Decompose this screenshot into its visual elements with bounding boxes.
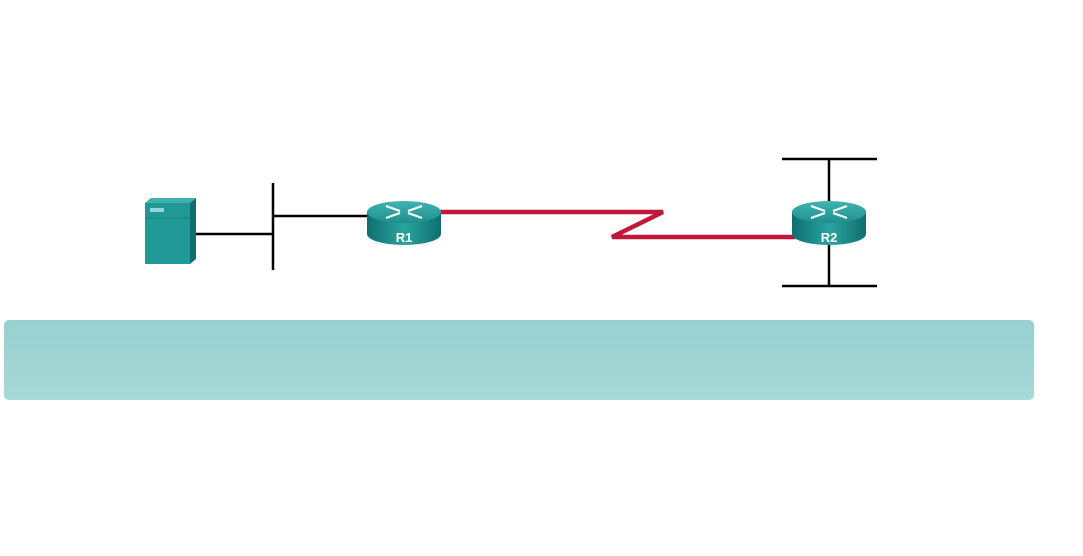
router-r2-icon[interactable]: R2 — [792, 201, 866, 245]
router-r1-icon[interactable]: R1 — [367, 201, 441, 245]
router-arrows-icon — [810, 205, 848, 219]
server-icon[interactable] — [145, 198, 196, 264]
router-r2-label: R2 — [821, 230, 838, 245]
info-banner — [4, 320, 1034, 400]
router-r1-label: R1 — [396, 230, 413, 245]
router-arrows-icon — [385, 205, 423, 219]
serial-link — [440, 209, 795, 240]
